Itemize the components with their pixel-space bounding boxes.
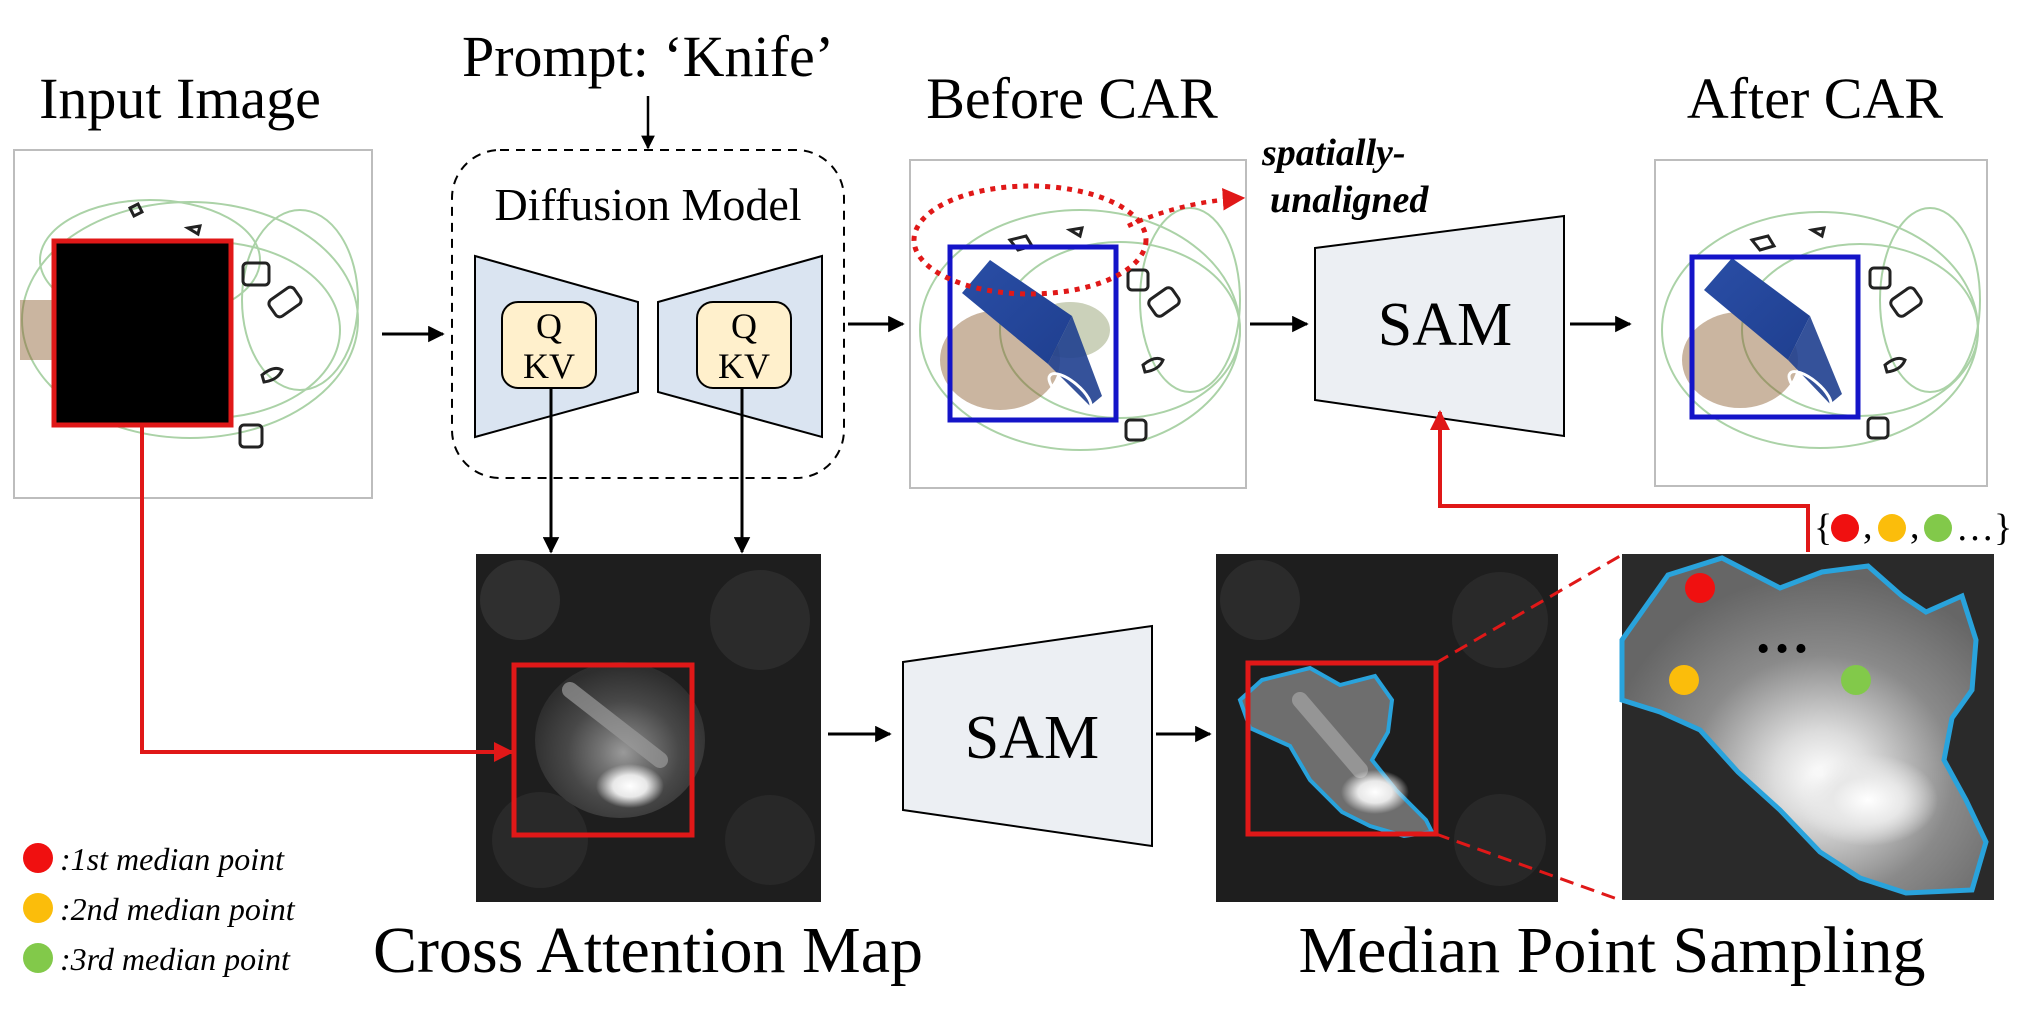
decoder-kv-label: KV: [718, 346, 770, 386]
point-set-red-dot: [1831, 514, 1859, 542]
input-image-title: Input Image: [39, 66, 321, 131]
occlusion-black-box: [51, 238, 234, 428]
median-point-sampling-title: Median Point Sampling: [1299, 914, 1926, 987]
unaligned-annotation-arrow: [1127, 188, 1246, 229]
legend-dot-3: [23, 943, 53, 973]
point-set-sep2: ,: [1910, 505, 1920, 547]
prompt-title: Prompt: ‘Knife’: [462, 24, 834, 89]
point-set-green-dot: [1924, 514, 1952, 542]
zoom-line-top: [1435, 554, 1621, 665]
diffusion-model: Diffusion Model Q KV Q KV: [451, 149, 845, 479]
attention-crop-box: [511, 662, 695, 838]
segmented-attention-map: [1216, 554, 1558, 902]
cross-attention-map-title: Cross Attention Map: [373, 914, 923, 987]
legend-label-3: :3rd median point: [60, 941, 291, 977]
encoder-q-label: Q: [536, 306, 562, 346]
encoder-qkv-box: [501, 301, 597, 389]
legend: :1st median point :2nd median point :3rd…: [23, 841, 296, 977]
first-median-point: [1685, 573, 1715, 603]
sam-top-block: [1314, 214, 1565, 438]
before-car-image: [909, 159, 1247, 489]
point-set-prefix: {: [1814, 507, 1832, 549]
cross-attention-map: [476, 554, 821, 902]
encoder-kv-label: KV: [523, 346, 575, 386]
annotation-line2: unaligned: [1270, 179, 1429, 221]
red-path-points-to-sam: [1430, 410, 1810, 552]
zoom-line-bottom: [1435, 832, 1621, 902]
knife-mask: [962, 260, 1102, 412]
input-image: [13, 149, 373, 499]
decoder-qkv-box: [696, 301, 792, 389]
zoomed-region: …: [1619, 554, 1994, 900]
after-car-bbox: [1689, 254, 1861, 420]
diffusion-model-label: Diffusion Model: [494, 179, 801, 230]
legend-label-2: :2nd median point: [60, 891, 296, 927]
legend-dot-2: [23, 893, 53, 923]
sam-bottom-block: [902, 624, 1153, 848]
before-car-bbox: [947, 244, 1119, 423]
knife-mask-refined: [1704, 258, 1842, 410]
zoom-ellipsis: …: [1754, 603, 1810, 665]
legend-label-1: :1st median point: [60, 841, 285, 877]
sam-bottom-label: SAM: [965, 704, 1099, 772]
after-car-title: After CAR: [1687, 66, 1943, 131]
point-set-label: { , , …}: [1814, 505, 2012, 549]
sam-top-label: SAM: [1378, 291, 1512, 359]
point-set-sep1: ,: [1863, 505, 1873, 547]
point-set-yellow-dot: [1878, 514, 1906, 542]
segmented-crop-box: [1245, 660, 1439, 837]
legend-dot-1: [23, 843, 53, 873]
red-path-input-to-attention: [140, 426, 514, 762]
third-median-point: [1841, 665, 1871, 695]
before-car-title: Before CAR: [926, 66, 1218, 131]
diffusion-model-container: [451, 149, 845, 479]
second-median-point: [1669, 665, 1699, 695]
unaligned-region-ellipse: [911, 183, 1149, 297]
decoder-q-label: Q: [731, 306, 757, 346]
after-car-image: [1654, 159, 1988, 487]
annotation-line1: spatially-: [1261, 132, 1406, 174]
point-set-suffix: …}: [1956, 507, 2012, 549]
